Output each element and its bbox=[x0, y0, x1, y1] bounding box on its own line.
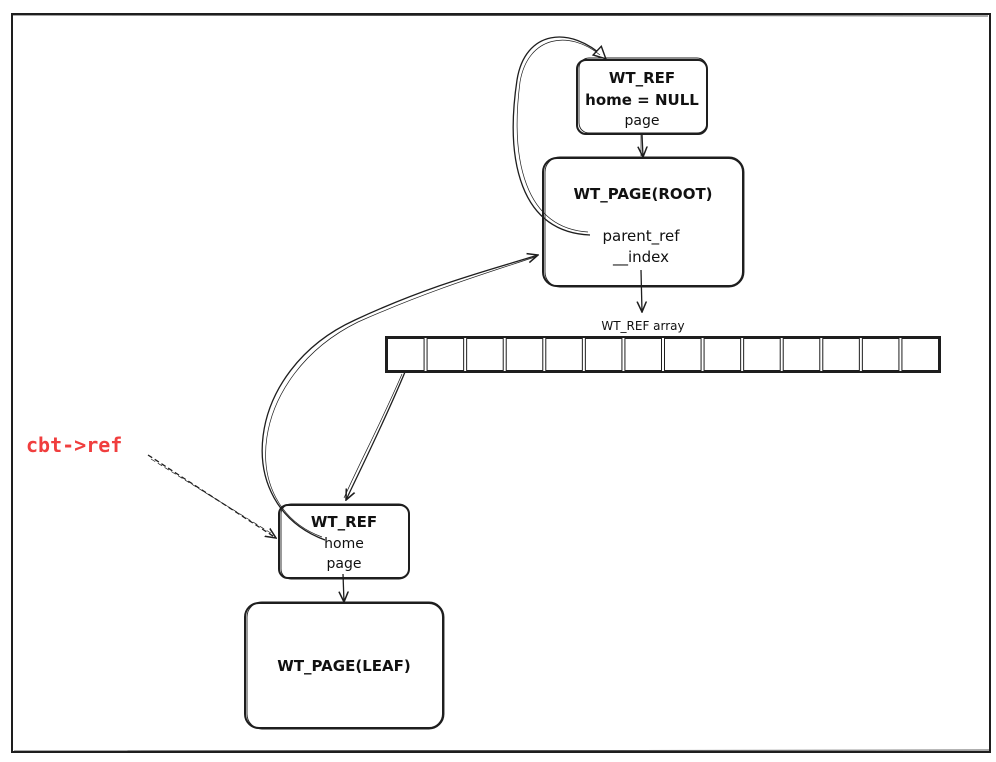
arrow-rootref-to-rootpage bbox=[642, 133, 643, 157]
ref-array-cell[interactable] bbox=[901, 338, 940, 371]
ref-array-cell[interactable] bbox=[505, 338, 544, 371]
ref-array-cell[interactable] bbox=[743, 338, 781, 371]
root-page-node[interactable]: WT_PAGE(ROOT) parent_ref __index bbox=[542, 156, 745, 288]
ref-array-cell[interactable] bbox=[387, 338, 425, 371]
ref-array-cell[interactable] bbox=[703, 338, 742, 371]
ref-array: WT_REF array bbox=[385, 319, 941, 373]
arrow-leafref-to-rootpage bbox=[261, 255, 538, 541]
leaf-ref-page: page bbox=[327, 556, 362, 572]
root-ref-node[interactable]: WT_REF home = NULL page bbox=[576, 57, 708, 135]
leaf-page-node[interactable]: WT_PAGE(LEAF) bbox=[244, 601, 445, 730]
root-page-title: WT_PAGE(ROOT) bbox=[573, 185, 712, 203]
arrow-index-to-array bbox=[641, 269, 642, 312]
root-ref-page: page bbox=[625, 113, 660, 129]
ref-array-cell[interactable] bbox=[426, 338, 465, 371]
cbt-ref-label: cbt->ref bbox=[26, 433, 122, 457]
ref-array-cell[interactable] bbox=[782, 338, 821, 371]
ref-array-cell[interactable] bbox=[584, 338, 623, 371]
connectors bbox=[147, 36, 643, 602]
ref-array-cell[interactable] bbox=[466, 338, 504, 371]
ref-array-cell[interactable] bbox=[624, 338, 663, 371]
root-page-index: __index bbox=[612, 248, 669, 267]
arrow-parentref-to-rootref bbox=[512, 36, 605, 236]
arrow-leafref-to-leafpage bbox=[343, 573, 344, 602]
leaf-ref-title: WT_REF bbox=[311, 513, 377, 531]
ref-array-cells bbox=[385, 336, 941, 373]
leaf-ref-home: home bbox=[324, 536, 364, 552]
root-ref-title: WT_REF bbox=[609, 69, 675, 87]
ref-array-cell[interactable] bbox=[664, 338, 702, 371]
root-ref-home: home = NULL bbox=[585, 91, 699, 109]
ref-array-outline bbox=[385, 336, 941, 373]
arrow-cbtref-to-leafref bbox=[147, 454, 276, 538]
root-page-parent-ref: parent_ref bbox=[602, 227, 680, 246]
ref-array-label: WT_REF array bbox=[601, 319, 684, 333]
leaf-page-title: WT_PAGE(LEAF) bbox=[277, 657, 410, 675]
arrow-array-to-leafref bbox=[346, 371, 406, 500]
ref-array-cell[interactable] bbox=[545, 338, 583, 371]
ref-array-cell[interactable] bbox=[861, 338, 900, 371]
outer-frame bbox=[11, 13, 991, 753]
ref-array-cell[interactable] bbox=[822, 338, 860, 371]
leaf-ref-node[interactable]: WT_REF home page bbox=[278, 503, 410, 580]
